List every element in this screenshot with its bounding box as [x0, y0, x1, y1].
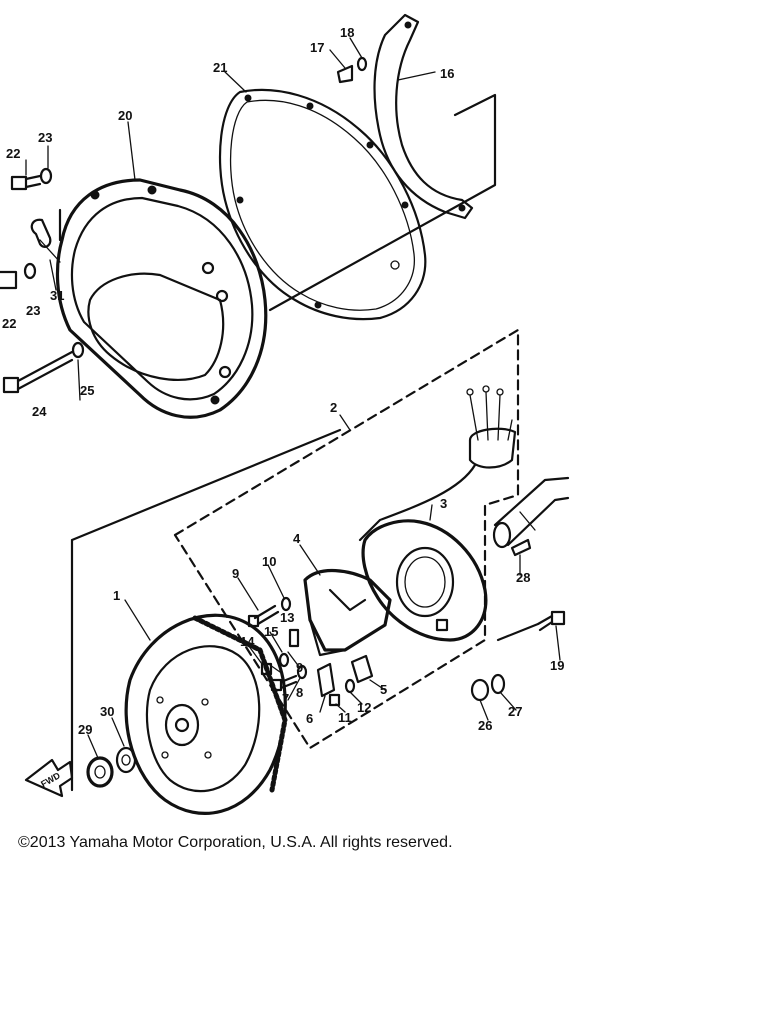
part-label-15: 15 — [264, 624, 278, 639]
part-label-9-upper: 9 — [232, 566, 239, 581]
part-label-31: 31 — [50, 288, 64, 303]
cover-assembly-bracket — [58, 93, 497, 312]
clip-part-31 — [30, 218, 52, 248]
part-6 — [316, 662, 336, 698]
part-label-14: 14 — [240, 634, 255, 649]
washer-part-18 — [356, 56, 368, 72]
washer-part-23-lower — [23, 262, 37, 280]
part-label-18: 18 — [340, 25, 354, 40]
washer-part-27 — [490, 673, 506, 695]
nut-part-29 — [86, 756, 114, 788]
part-label-28: 28 — [516, 570, 530, 585]
part-label-25: 25 — [80, 383, 94, 398]
flywheel-part-1 — [124, 613, 288, 815]
part-label-26: 26 — [478, 718, 492, 733]
coil-part-4 — [303, 568, 392, 657]
washer-part-9-lower — [296, 664, 308, 680]
part-label-5: 5 — [380, 682, 387, 697]
part-label-17: 17 — [310, 40, 324, 55]
part-label-19: 19 — [550, 658, 564, 673]
part-label-23-lower: 23 — [26, 303, 40, 318]
part-label-20: 20 — [118, 108, 132, 123]
bolt-part-19 — [496, 610, 566, 642]
part-label-8: 8 — [296, 685, 303, 700]
part-label-29: 29 — [78, 722, 92, 737]
washer-part-23-upper — [39, 167, 53, 185]
bolt-part-24 — [2, 350, 74, 394]
part-label-30: 30 — [100, 704, 114, 719]
part-label-16: 16 — [440, 66, 454, 81]
washer-part-10 — [280, 596, 292, 612]
stator-assembly-box — [173, 328, 520, 750]
part-label-3: 3 — [440, 496, 447, 511]
part-label-12: 12 — [357, 700, 371, 715]
svg-text:FWD: FWD — [39, 770, 62, 789]
stator-part-3 — [361, 519, 488, 642]
washer-part-25 — [71, 341, 85, 359]
part-label-27: 27 — [508, 704, 522, 719]
screw-part-11 — [328, 693, 341, 707]
part-label-23-upper: 23 — [38, 130, 52, 145]
key-part-28 — [510, 538, 532, 557]
gasket-part-21 — [218, 88, 427, 321]
part-label-21: 21 — [213, 60, 227, 75]
part-label-2: 2 — [330, 400, 337, 415]
bolt-part-22-lower — [0, 270, 18, 290]
part-label-6: 6 — [306, 711, 313, 726]
plate-part-16 — [373, 13, 474, 220]
part-label-4: 4 — [293, 531, 301, 546]
washer-part-15 — [278, 652, 290, 668]
flywheel-cover-part-20 — [55, 178, 268, 419]
screw-part-17 — [336, 64, 354, 84]
screw-part-9-upper — [247, 604, 280, 628]
forward-direction-arrow: FWD — [24, 758, 74, 798]
part-13 — [288, 628, 300, 648]
copyright-notice: ©2013 Yamaha Motor Corporation, U.S.A. A… — [18, 834, 453, 851]
bolt-part-22-upper — [10, 174, 42, 191]
crankshaft-end — [492, 476, 570, 549]
washer-part-12 — [344, 678, 356, 694]
washer-part-30 — [115, 746, 137, 774]
wire-harness — [358, 385, 517, 542]
part-label-13: 13 — [280, 610, 294, 625]
part-label-11: 11 — [338, 710, 352, 725]
pickup-part-5 — [350, 654, 374, 684]
part-label-22-lower: 22 — [2, 316, 16, 331]
part-label-24: 24 — [32, 404, 47, 419]
part-label-22-upper: 22 — [6, 146, 20, 161]
part-label-7: 7 — [282, 691, 289, 706]
main-assembly-bracket — [70, 428, 342, 792]
part-label-1: 1 — [113, 588, 120, 603]
exploded-parts-diagram: FWD 1 2 3 4 5 6 7 8 9 9 10 11 12 13 14 1… — [0, 13, 570, 815]
nut-part-26 — [470, 678, 490, 702]
part-label-10: 10 — [262, 554, 276, 569]
leader-lines — [25, 37, 561, 759]
part-label-9-lower: 9 — [296, 660, 303, 675]
